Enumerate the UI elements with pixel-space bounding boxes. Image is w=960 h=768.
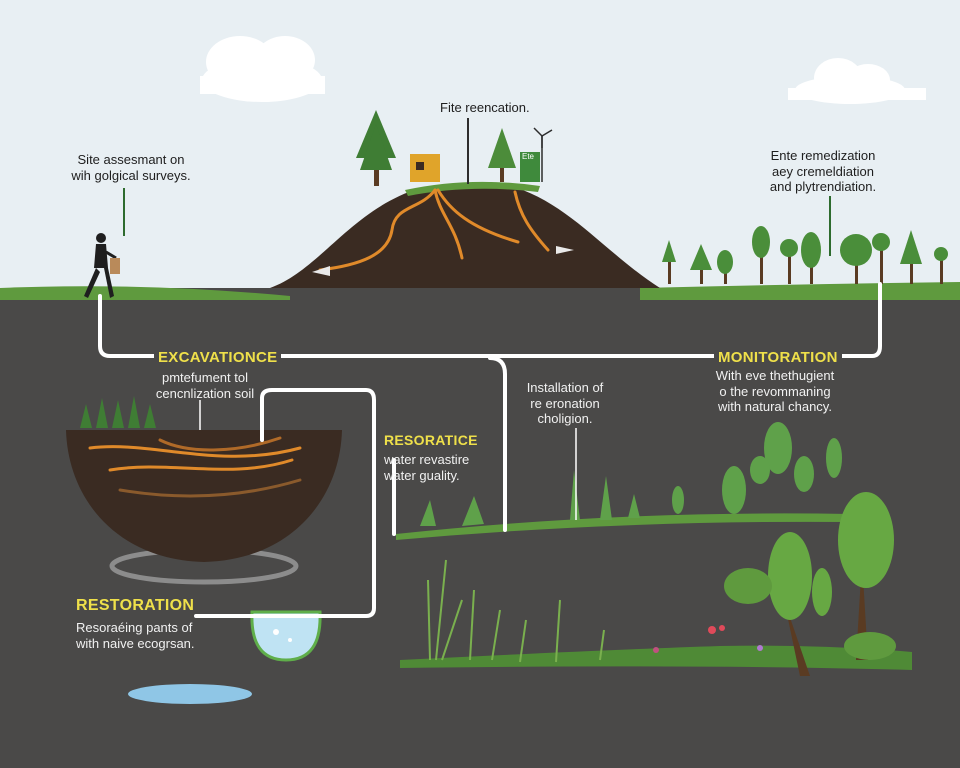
grasses: [427, 559, 605, 663]
flowers: [653, 625, 763, 653]
bowl-roots: [88, 436, 302, 498]
pipe-end: [312, 266, 330, 276]
label-line: cencnlization soil: [155, 385, 255, 401]
label-line: re eronation: [530, 395, 600, 411]
excavation-text: pmtefument tol cencnlization soil: [140, 370, 270, 401]
tree-icon: [356, 110, 396, 186]
grass-left: [0, 286, 290, 300]
site-remediation-top-label: Fite reencation.: [440, 100, 530, 115]
callout-lines: [123, 188, 831, 256]
label-line: with naive ecogrsan.: [76, 635, 195, 651]
hill-grass: [405, 181, 540, 196]
label-line: o the revommaning: [719, 383, 831, 399]
tree-row: [662, 226, 948, 284]
label-line: Ente remedization: [770, 148, 876, 163]
contamination-roots: [318, 188, 550, 272]
cloud-icon: [788, 58, 926, 104]
sample-bag: [110, 258, 120, 274]
pipe-end: [556, 246, 574, 254]
label-line: With eve thethugient: [715, 368, 835, 383]
site-remediation-right-label: Ente remedization aey cremeldiation and …: [748, 148, 898, 195]
shrub: [844, 632, 896, 660]
grass-lower: [400, 645, 912, 670]
grass-middle: [396, 513, 850, 540]
installation-text: Installation of re eronation choligion.: [510, 380, 620, 427]
tree-icon: [724, 532, 812, 676]
flow-pipes: [98, 282, 882, 618]
wind-turbine-icon: [533, 127, 553, 182]
worker-icon: [84, 233, 117, 298]
label-line: water revastire: [384, 452, 470, 467]
bowl-trees: [80, 396, 156, 428]
soil-hill: [270, 182, 660, 288]
restoration-title: RESTORATION: [76, 597, 195, 614]
shrub: [812, 568, 832, 616]
label-line: choligion.: [537, 411, 593, 427]
label-line: water guality.: [384, 467, 460, 483]
tree-icon: [488, 128, 516, 182]
building-icon: [410, 154, 440, 182]
monitoring-title: MONITORATION: [714, 349, 842, 367]
water-drop-icon: [250, 610, 322, 662]
label-line: Resoraéing pants of: [76, 620, 193, 635]
label-line: and plytrendiation.: [769, 179, 877, 195]
label-line: Installation of: [526, 380, 604, 395]
cloud-icon: [200, 36, 325, 102]
label-line: with natural chancy.: [718, 399, 832, 415]
water-pond: [128, 684, 252, 704]
callout-lines: [199, 400, 577, 520]
label-line: pmtefument tol: [162, 370, 248, 385]
plants-middle: [420, 422, 842, 526]
resoratice-title: RESORATICE: [384, 432, 478, 448]
bin-icon: [520, 152, 540, 182]
label-line: Site assesmant on: [77, 152, 185, 167]
excavation-title: EXCAVATIONCE: [154, 349, 282, 367]
building-sign: Ete: [522, 152, 535, 161]
label-line: aey cremeldiation: [772, 163, 874, 179]
site-assessment-label: Site assesmant on wih golgical surveys.: [56, 152, 206, 183]
monitoring-text: With eve thethugient o the revommaning w…: [690, 368, 860, 415]
resoratice-text: water revastire water guality.: [384, 452, 494, 483]
restoration-text: Resoraéing pants of with naive ecogrsan.: [76, 620, 246, 651]
label-line: wih golgical surveys.: [71, 167, 191, 183]
